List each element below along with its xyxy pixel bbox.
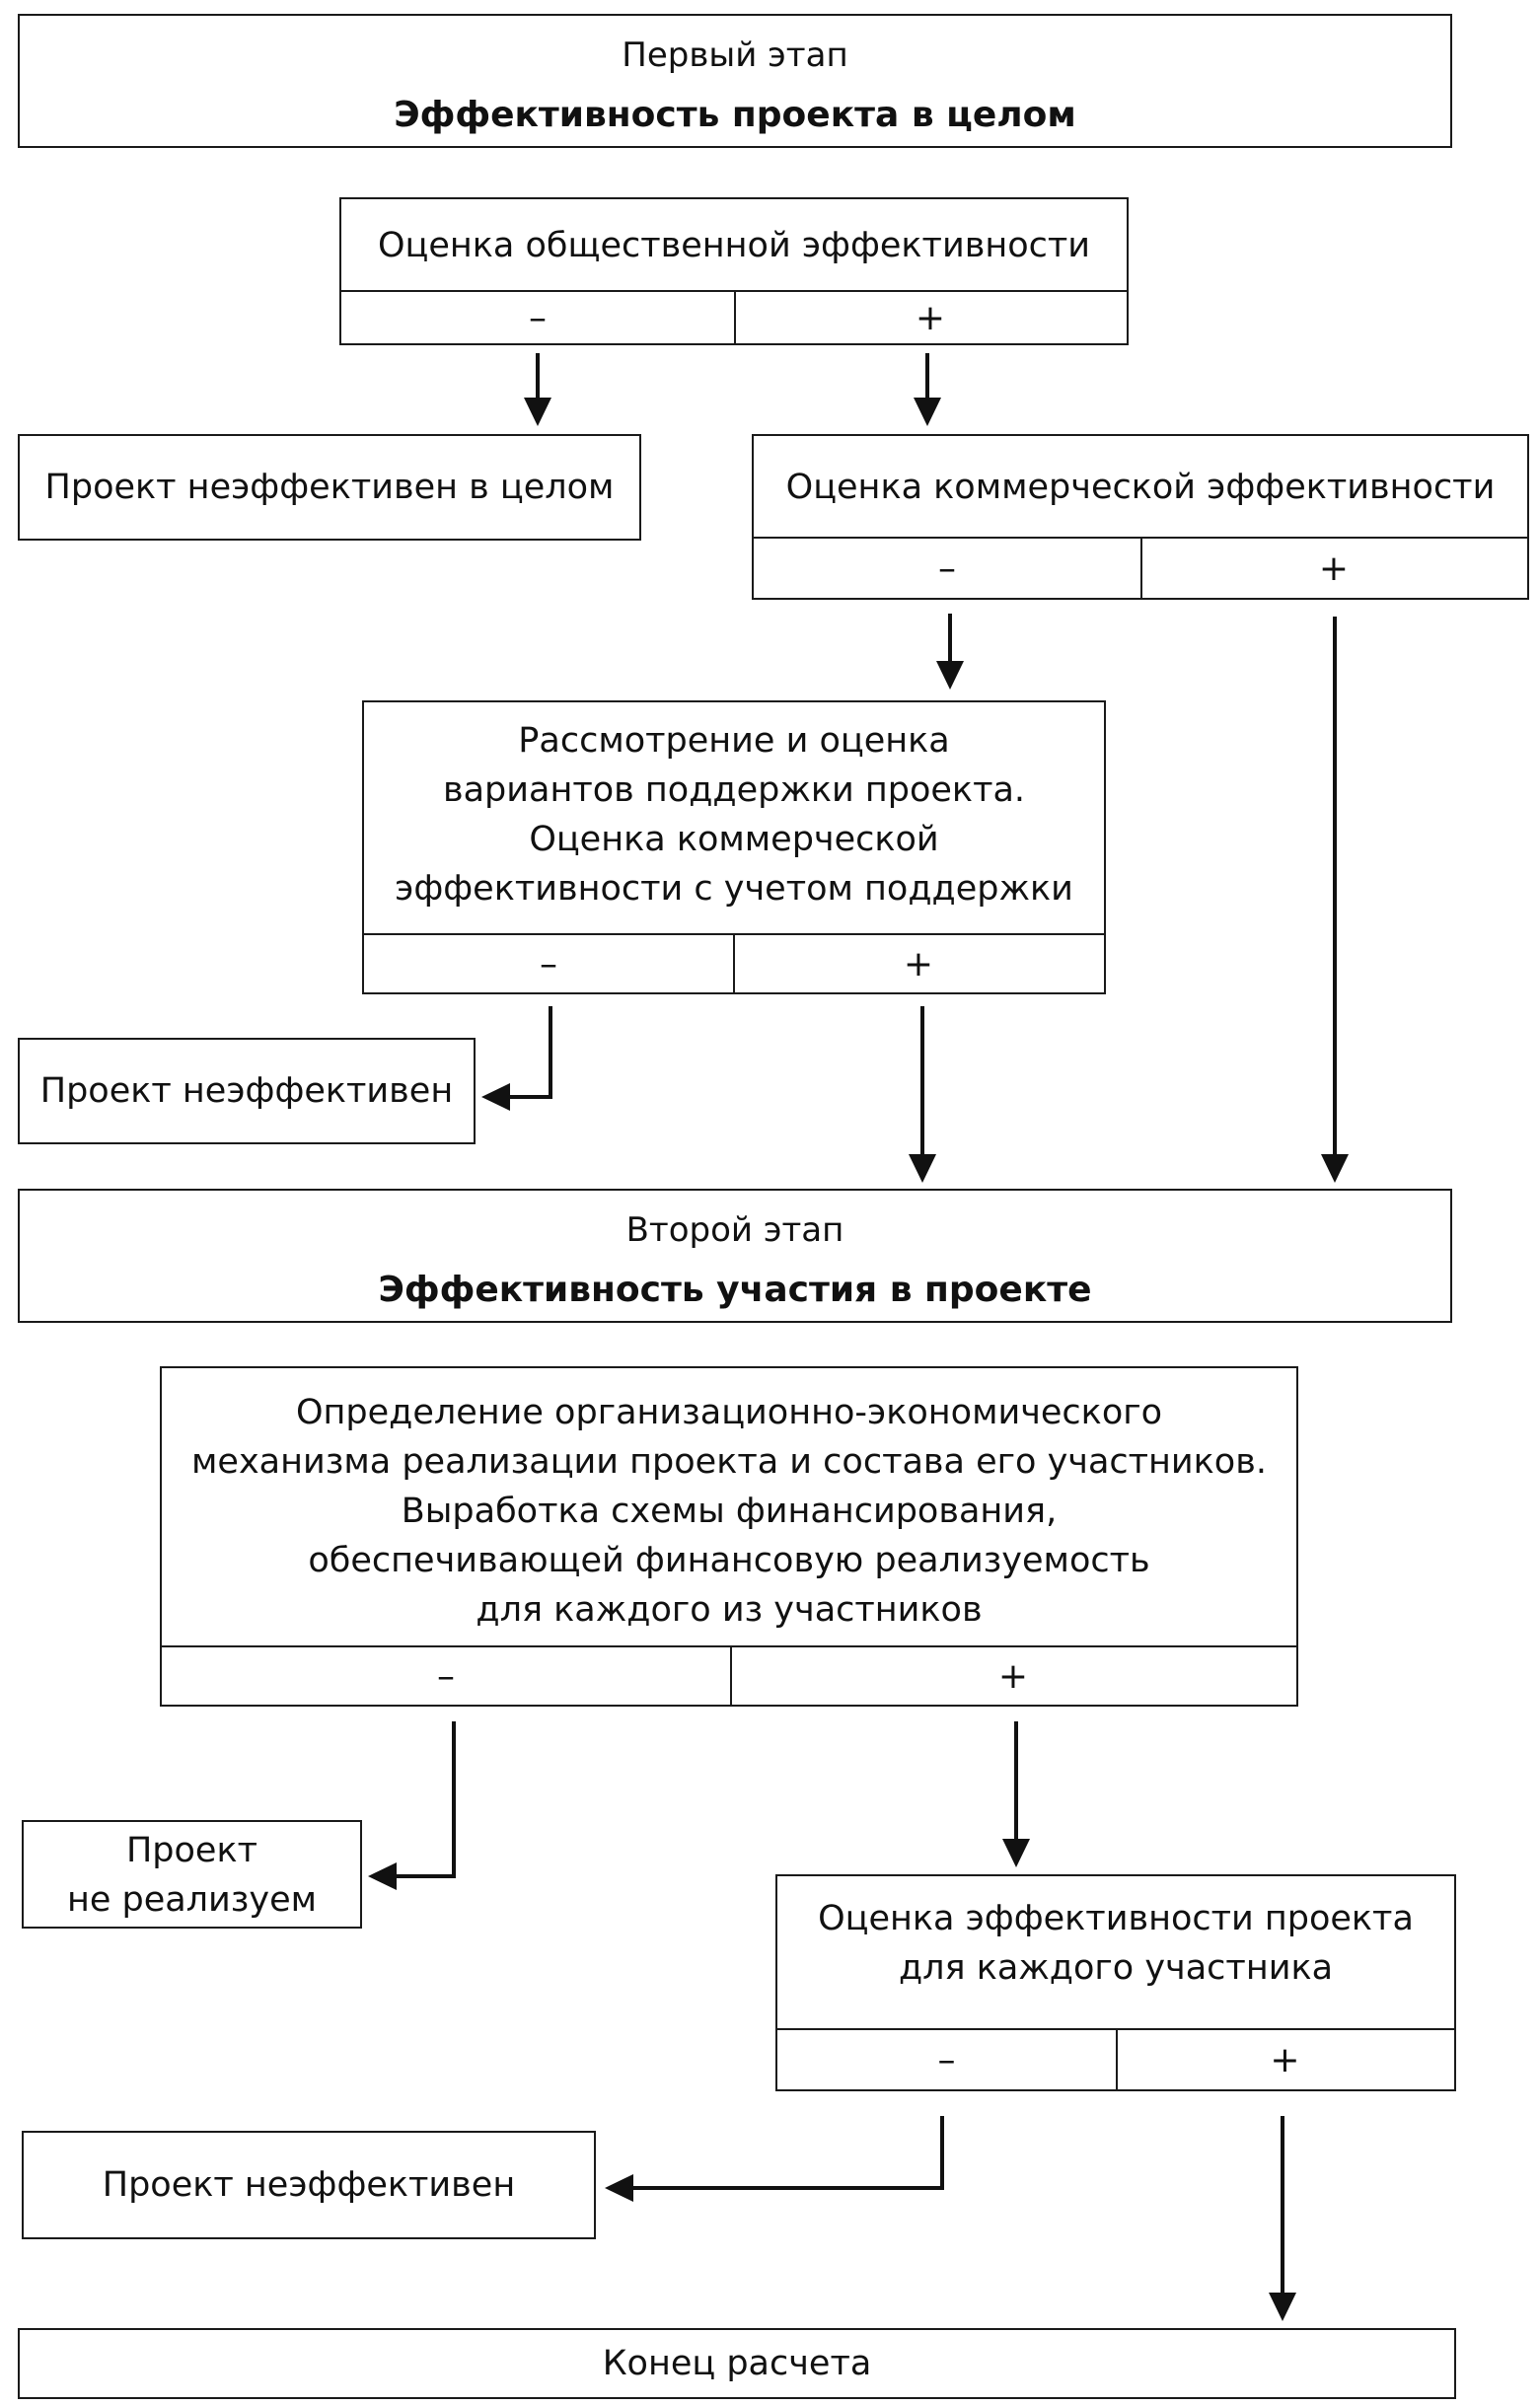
ineffective-overall-label: Проект неэффективен в целом <box>44 468 615 507</box>
arrowhead-support-minus <box>481 1083 510 1111</box>
stage2-box: Второй этап Эффективность участия в прое… <box>18 1189 1452 1323</box>
ineffective-participant-box: Проект неэффективен <box>22 2131 596 2239</box>
ineffective-after-support-box: Проект неэффективен <box>18 1038 476 1144</box>
support-options-outcomes: – + <box>364 933 1104 992</box>
not-feasible-box: Проект не реализуем <box>22 1820 362 1929</box>
arrowhead-support-plus <box>909 1154 936 1183</box>
arrowhead-participant-minus <box>605 2174 633 2202</box>
end-of-calculation-label: Конец расчета <box>602 2344 872 2383</box>
social-efficiency-box: Оценка общественной эффективности – + <box>339 197 1129 345</box>
commercial-efficiency-box: Оценка коммерческой эффективности – + <box>752 434 1529 600</box>
stage1-label: Первый этап <box>622 36 848 75</box>
commercial-plus: + <box>1318 547 1350 589</box>
stage2-title: Эффективность участия в проекте <box>378 1270 1092 1310</box>
stage1-title: Эффективность проекта в целом <box>394 95 1076 135</box>
social-efficiency-outcomes: – + <box>341 290 1127 343</box>
arrowhead-social-minus <box>524 398 551 426</box>
participant-efficiency-box: Оценка эффективности проекта для каждого… <box>775 1874 1456 2091</box>
arrowhead-commercial-minus <box>936 661 964 690</box>
arrow-mechanism-minus <box>395 1721 456 1878</box>
ineffective-overall-box: Проект неэффективен в целом <box>18 434 641 541</box>
support-plus: + <box>903 943 934 984</box>
support-options-box: Рассмотрение и оценка вариантов поддержк… <box>362 700 1106 994</box>
mechanism-minus: – <box>162 1647 732 1705</box>
arrow-support-minus <box>508 1006 552 1099</box>
support-minus: – <box>364 935 735 992</box>
commercial-efficiency-outcomes: – + <box>754 537 1527 598</box>
arrowhead-commercial-plus <box>1321 1154 1349 1183</box>
arrowhead-mechanism-plus <box>1002 1839 1030 1867</box>
ineffective-after-support-label: Проект неэффективен <box>39 1071 454 1111</box>
participant-plus: + <box>1270 2039 1300 2080</box>
commercial-efficiency-label: Оценка коммерческой эффективности <box>785 468 1496 507</box>
participant-minus: – <box>777 2030 1118 2089</box>
not-feasible-label: Проект не реализуем <box>66 1831 318 1920</box>
arrowhead-mechanism-minus <box>368 1862 397 1890</box>
arrowhead-social-plus <box>914 398 941 426</box>
ineffective-participant-label: Проект неэффективен <box>102 2165 516 2205</box>
arrowhead-participant-plus <box>1269 2293 1296 2321</box>
end-of-calculation-box: Конец расчета <box>18 2328 1456 2399</box>
mechanism-box: Определение организационно-экономическог… <box>160 1366 1298 1707</box>
mechanism-plus: + <box>997 1655 1029 1697</box>
support-options-label: Рассмотрение и оценка вариантов поддержк… <box>395 721 1073 909</box>
mechanism-outcomes: – + <box>162 1645 1296 1705</box>
commercial-minus: – <box>754 539 1142 598</box>
stage1-box: Первый этап Эффективность проекта в цело… <box>18 14 1452 148</box>
stage2-label: Второй этап <box>625 1210 844 1250</box>
mechanism-label: Определение организационно-экономическог… <box>191 1393 1267 1630</box>
social-minus: – <box>341 292 736 343</box>
arrow-participant-minus <box>631 2116 944 2190</box>
participant-efficiency-outcomes: – + <box>777 2028 1454 2089</box>
social-efficiency-label: Оценка общественной эффективности <box>377 226 1090 265</box>
participant-efficiency-label: Оценка эффективности проекта для каждого… <box>818 1899 1414 1988</box>
social-plus: + <box>915 297 946 338</box>
